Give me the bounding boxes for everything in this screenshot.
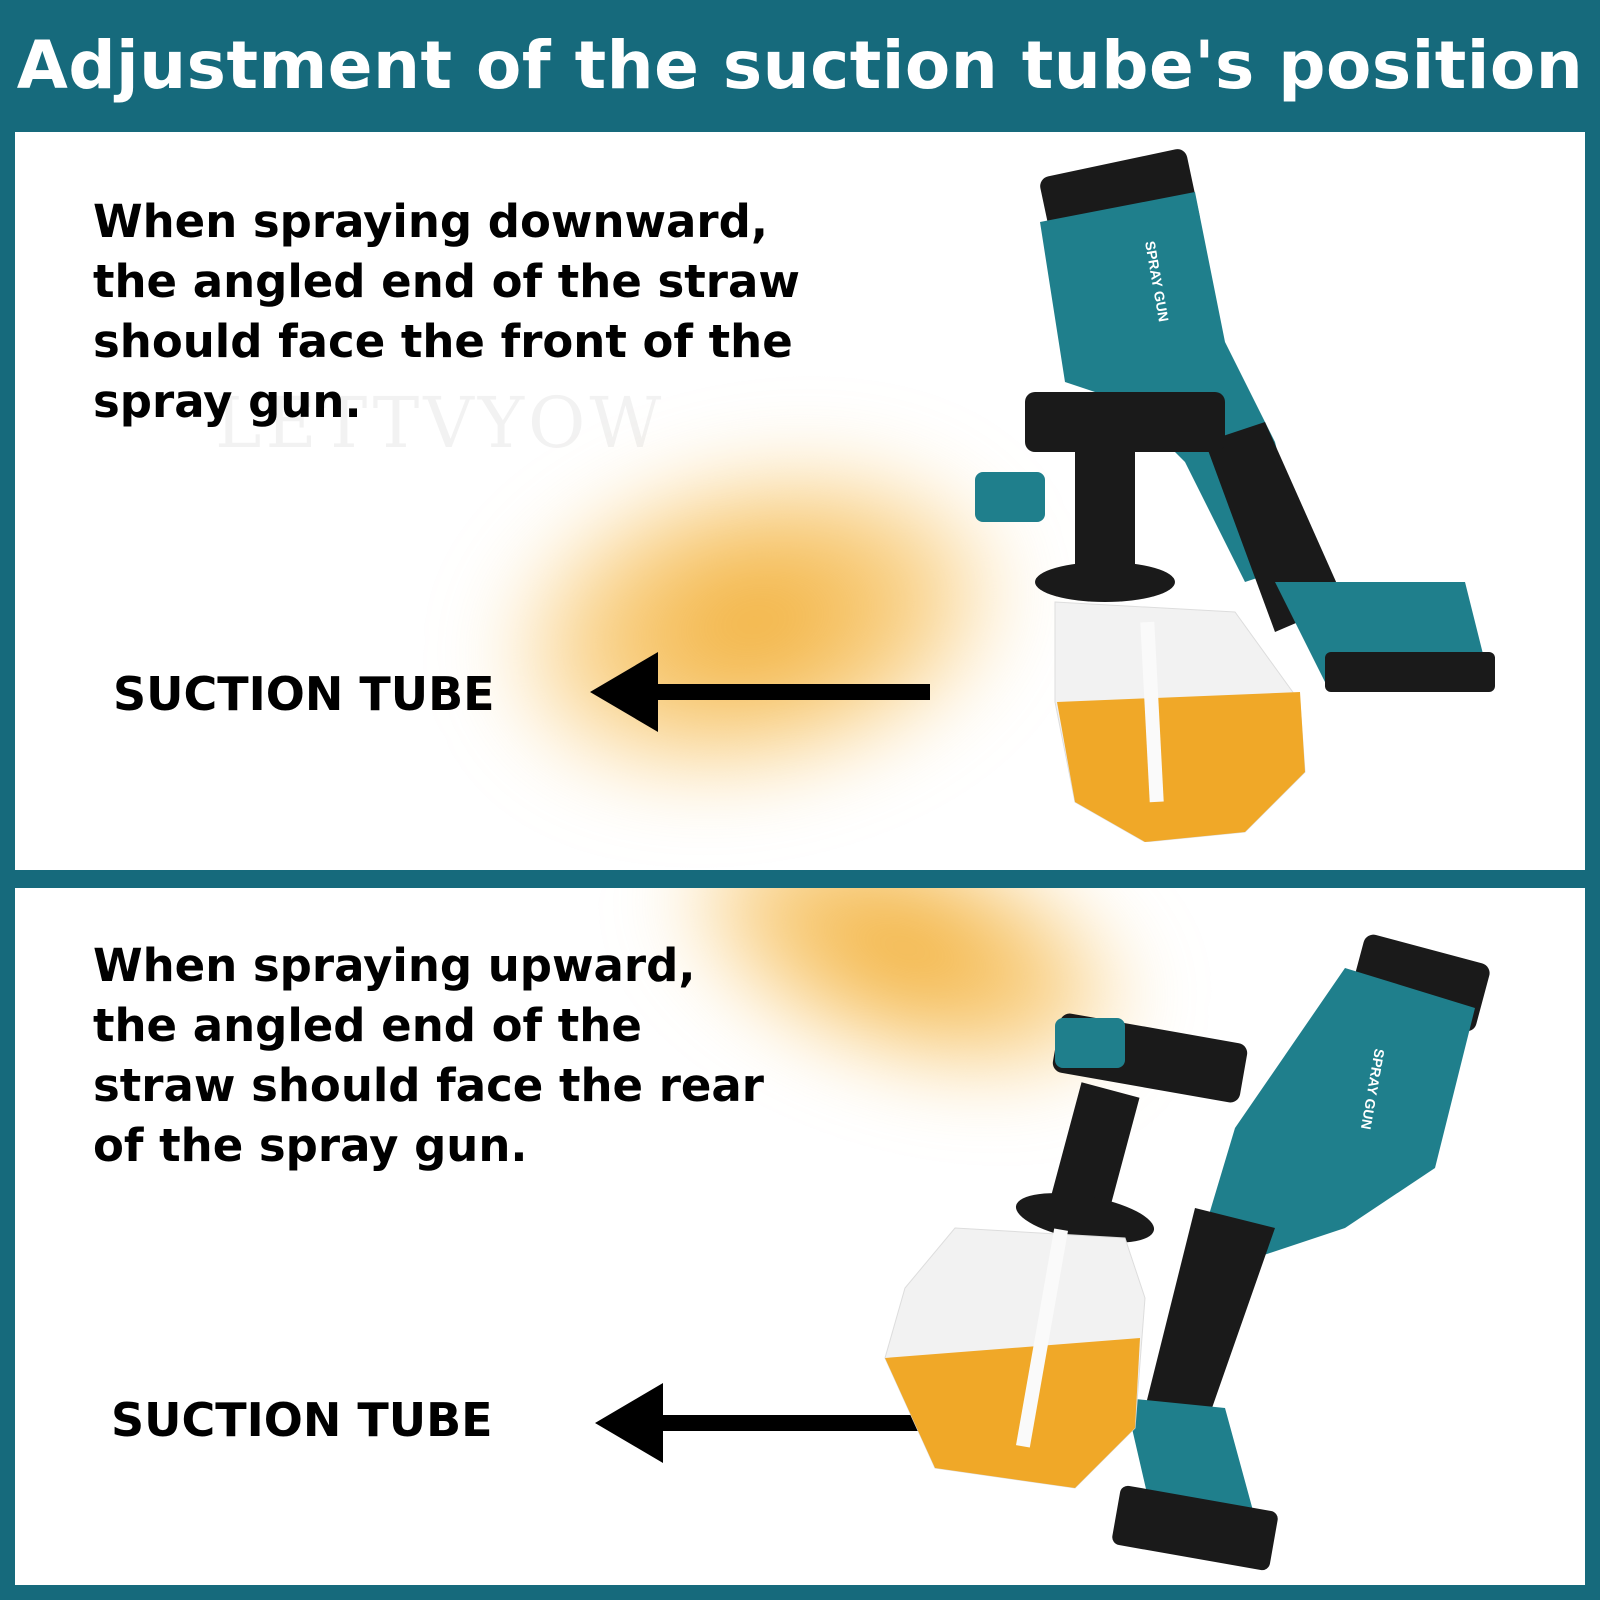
suction-tube-label: SUCTION TUBE bbox=[113, 667, 495, 721]
page-title: Adjustment of the suction tube's positio… bbox=[16, 26, 1584, 104]
spray-gun-image: SPRAY GUN bbox=[884, 934, 1490, 1571]
instruction-text: When spraying downward, the angled end o… bbox=[93, 195, 800, 428]
instruction-text: When spraying upward, the angled end of … bbox=[93, 939, 764, 1172]
arrow-left-icon bbox=[595, 1383, 935, 1463]
panel-spraying-upward: When spraying upward, the angled end of … bbox=[15, 888, 1585, 1585]
watermark: LETTVYOW bbox=[215, 382, 666, 464]
panel-spraying-downward: LETTVYOW When spraying downward, the ang… bbox=[15, 132, 1585, 870]
spray-gun-image: SPRAY GUN bbox=[975, 149, 1495, 842]
arrow-left-icon bbox=[590, 652, 930, 732]
suction-tube-label: SUCTION TUBE bbox=[111, 1393, 493, 1447]
